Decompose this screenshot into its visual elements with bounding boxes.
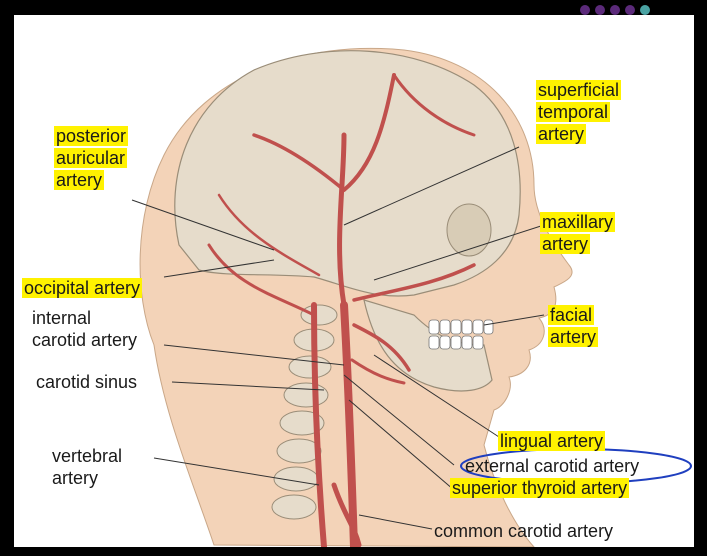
- label-line: common carotid artery: [434, 521, 613, 541]
- slide-frame: posterior auricular artery superficial t…: [14, 15, 694, 547]
- label-superficial-temporal-artery: superficial temporal artery: [536, 79, 621, 145]
- label-line: carotid artery: [32, 330, 137, 350]
- label-lingual-artery: lingual artery: [498, 430, 605, 452]
- label-vertebral-artery: vertebral artery: [52, 445, 122, 489]
- label-occipital-artery: occipital artery: [22, 277, 142, 299]
- eye-orbit: [447, 204, 491, 256]
- label-line: lingual artery: [498, 431, 605, 451]
- label-line: artery: [54, 170, 104, 190]
- label-posterior-auricular-artery: posterior auricular artery: [54, 125, 128, 191]
- label-line: carotid sinus: [36, 372, 137, 392]
- label-common-carotid-artery: common carotid artery: [434, 520, 613, 542]
- label-line: superficial: [536, 80, 621, 100]
- label-internal-carotid-artery: internal carotid artery: [32, 307, 137, 351]
- label-line: internal: [32, 308, 91, 328]
- label-line: maxillary: [540, 212, 615, 232]
- label-line: artery: [540, 234, 590, 254]
- label-line: superior thyroid artery: [450, 478, 629, 498]
- label-line: occipital artery: [22, 278, 142, 298]
- label-line: artery: [548, 327, 598, 347]
- label-line: external carotid artery: [465, 456, 639, 476]
- label-facial-artery: facial artery: [548, 304, 598, 348]
- label-carotid-sinus: carotid sinus: [36, 371, 137, 393]
- label-line: artery: [52, 468, 98, 488]
- label-line: vertebral: [52, 446, 122, 466]
- label-external-carotid-artery: external carotid artery: [465, 455, 639, 477]
- label-line: facial: [548, 305, 594, 325]
- label-line: artery: [536, 124, 586, 144]
- label-maxillary-artery: maxillary artery: [540, 211, 615, 255]
- label-superior-thyroid-artery: superior thyroid artery: [450, 477, 629, 499]
- label-line: temporal: [536, 102, 610, 122]
- label-line: posterior: [54, 126, 128, 146]
- label-line: auricular: [54, 148, 127, 168]
